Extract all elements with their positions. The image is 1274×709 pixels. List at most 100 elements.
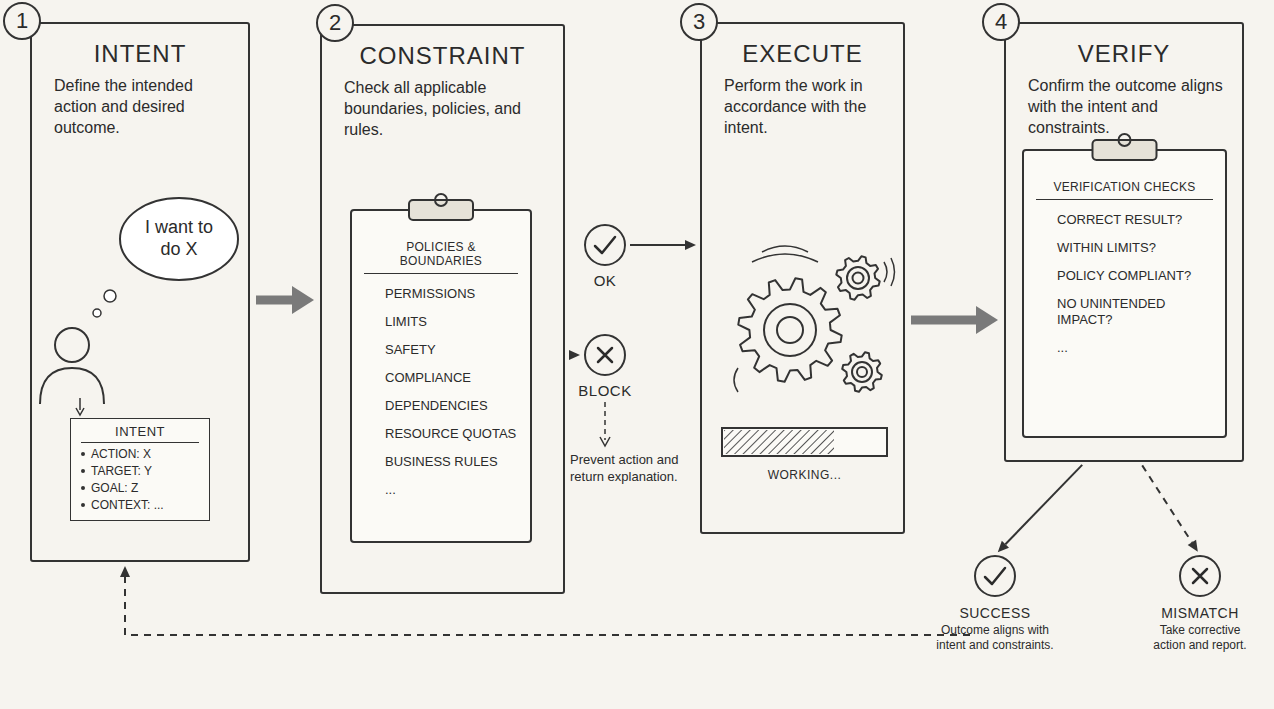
step-description: Check all applicable boundaries, policie… [322,70,563,140]
arrow-head [292,286,314,314]
step-panel: CONSTRAINTCheck all applicable boundarie… [320,24,565,594]
card-item: TARGET: Y [91,464,152,478]
step-panel: EXECUTEPerform the work in accordance wi… [700,22,905,534]
check-item: DEPENDENCIES [385,398,488,414]
check-stroke [366,318,377,327]
arrow-head [120,566,130,577]
card-row: GOAL: Z [81,481,199,495]
gear-hub [857,367,867,377]
check-stroke [1038,272,1049,281]
status-circle [1179,555,1221,597]
outcome-description: Take corrective action and report. [1150,623,1250,653]
clipboard-heading: POLICIES & BOUNDARIES [364,240,518,274]
outcome-circle: MISMATCH Take corrective action and repor… [1150,555,1250,655]
clip-hole [435,194,447,206]
dashed-connector [120,566,970,635]
card-item: ACTION: X [91,447,151,461]
bullet-dot [81,452,85,456]
check-item: ... [385,482,396,498]
symbol-stroke [598,348,612,362]
check-item: PERMISSIONS [385,286,475,302]
connector-line [1005,465,1082,544]
connector-line [911,316,976,325]
check-item: ... [1057,340,1068,356]
person-arrow [79,398,81,410]
gear-hub [777,317,803,343]
arrow-head [685,240,696,250]
connector [998,465,1082,552]
decision-label: BLOCK [578,382,631,399]
connector [630,240,696,250]
arrow-head [1188,540,1198,552]
step-number: 1 [3,2,41,40]
card-item: CONTEXT: ... [91,498,164,512]
motion-line [734,368,738,392]
bullet-dot [81,469,85,473]
outcome-description: Outcome aligns with intent and constrain… [930,623,1060,653]
step-number-text: 3 [693,9,705,35]
board [351,210,531,542]
step-number: 2 [316,4,354,42]
symbol-stroke [595,237,615,253]
check-stroke [366,458,377,467]
dashed-connector [1142,465,1198,551]
connector-line [256,296,292,305]
gear-ring [847,267,869,289]
bubble-shape [120,198,238,280]
decision-circle: OK [575,224,635,294]
gear-ring [852,362,872,382]
check-stroke [1038,244,1049,253]
decision-label: OK [594,272,617,289]
clip-tab [409,200,473,220]
bullet-dot [81,486,85,490]
clipboard: POLICIES & BOUNDARIES PERMISSIONS LIMITS SA… [350,198,532,543]
board [1023,150,1226,437]
block-note: Prevent action and return explanation. [570,452,688,486]
cross-symbol [584,334,626,376]
step-panel: VERIFYConfirm the outcome aligns with th… [1004,22,1244,462]
outcome-title: SUCCESS [959,605,1030,621]
thought-dot [104,290,116,302]
card-row: CONTEXT: ... [81,498,199,512]
person-head [55,328,89,362]
check-stroke [366,290,377,299]
step-heading: EXECUTE [702,40,903,68]
check-stroke [1038,344,1049,353]
clipboard: VERIFICATION CHECKS CORRECT RESULT? WITHIN… [1022,138,1227,438]
card-row: TARGET: Y [81,464,199,478]
gear-outline [842,352,882,392]
check-stroke [1038,300,1049,309]
gear-outline [836,256,879,299]
progress-bar [722,428,887,456]
check-item: RESOURCE QUOTAS [385,426,516,442]
check-item: CORRECT RESULT? [1057,212,1182,228]
check-item: WITHIN LIMITS? [1057,240,1156,256]
arrow-head [976,306,998,334]
block-leader-head [600,437,610,446]
step-description: Define the intended action and desired o… [32,68,248,138]
person-arrowhead [76,408,84,415]
check-stroke [366,374,377,383]
arrow-head [569,350,580,360]
step-heading: INTENT [32,40,248,68]
check-item: POLICY COMPLIANT? [1057,268,1191,284]
check-row: POLICY COMPLIANT? [1036,268,1213,284]
person-body [40,368,104,404]
status-circle [974,555,1016,597]
thought-dot [93,309,101,317]
check-item: SAFETY [385,342,436,358]
cross-symbol [1179,555,1221,597]
card-row: ACTION: X [81,447,199,461]
check-row: RESOURCE QUOTAS [364,426,518,442]
progress-label: WORKING... [722,468,887,482]
progress-fill [724,430,834,454]
outcome-title: MISMATCH [1161,605,1239,621]
status-circle [584,334,626,376]
motion-line [891,258,895,286]
clipboard-heading: VERIFICATION CHECKS [1036,180,1213,200]
card-item: GOAL: Z [91,481,138,495]
step-description: Confirm the outcome aligns with the inte… [1006,68,1242,138]
symbol-stroke [985,568,1005,584]
check-item: LIMITS [385,314,427,330]
gear-group [738,256,882,392]
